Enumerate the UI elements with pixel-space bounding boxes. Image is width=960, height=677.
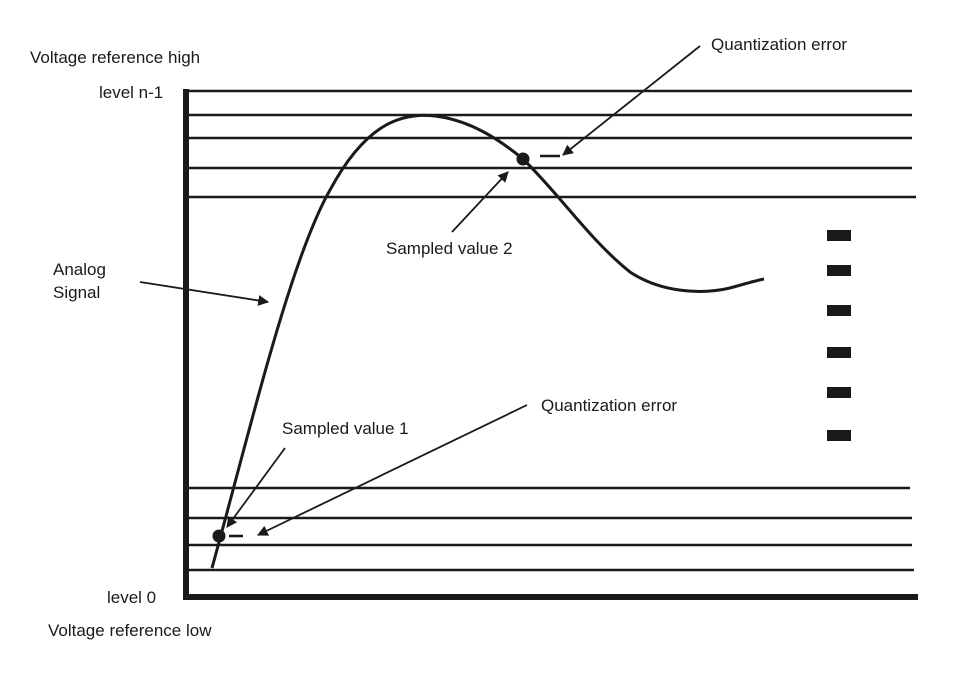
quantization-error-bottom-label: Quantization error: [541, 396, 678, 415]
sampled-value-2-label: Sampled value 2: [386, 239, 513, 258]
lower-quantization-levels: [188, 486, 914, 572]
quantization-error-top-label: Quantization error: [711, 35, 848, 54]
upper-quantization-levels: [188, 89, 916, 199]
analog-signal-label-line1: Analog: [53, 260, 106, 279]
analog-signal-label-line2: Signal: [53, 283, 101, 302]
level-bottom-label: level 0: [107, 588, 157, 607]
sampled-value-1-label: Sampled value 1: [282, 419, 409, 438]
ellipsis-dash: [827, 430, 851, 441]
sample-point-1: [212, 529, 226, 543]
vref-low-label: Voltage reference low: [48, 621, 212, 640]
ellipsis-dash: [827, 230, 851, 241]
sampled-value-1-arrow: [226, 447, 286, 528]
analog-signal-curve: [210, 113, 765, 569]
ellipsis-dash: [827, 305, 851, 316]
ellipsis-dash: [827, 265, 851, 276]
pointer-arrows: [139, 45, 701, 536]
sampled-value-2-arrow: [451, 171, 509, 233]
ellipsis-dash: [827, 387, 851, 398]
omitted-levels-indicator: [827, 230, 851, 441]
vref-high-label: Voltage reference high: [30, 48, 201, 67]
analog-signal-arrow: [139, 281, 270, 306]
sample-point-2: [516, 152, 530, 166]
quantization-error-bottom-arrow: [257, 404, 528, 536]
level-top-label: level n-1: [99, 83, 164, 102]
quantization-error-top-arrow: [562, 45, 701, 156]
ellipsis-dash: [827, 347, 851, 358]
